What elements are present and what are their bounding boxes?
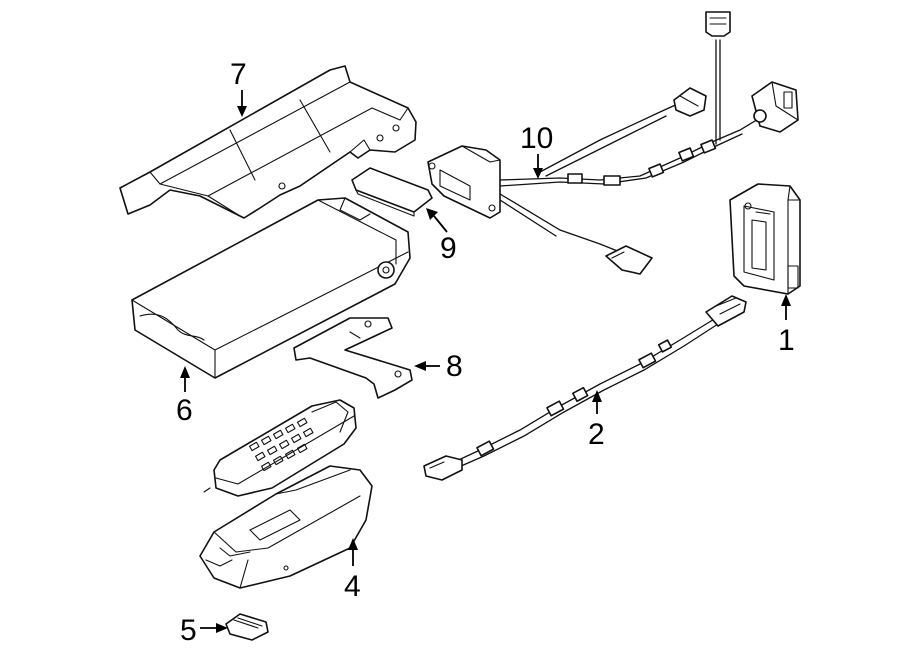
callout-6: 6 (176, 366, 193, 427)
svg-text:1: 1 (778, 324, 795, 357)
part-6-transceiver (131, 197, 411, 379)
callout-7: 7 (230, 58, 247, 117)
svg-text:8: 8 (446, 350, 463, 383)
svg-text:5: 5 (180, 614, 197, 647)
part-1-module (729, 183, 801, 295)
svg-text:2: 2 (588, 418, 605, 451)
part-2-cable (423, 295, 747, 481)
callout-4: 4 (344, 538, 361, 603)
callout-1: 1 (778, 294, 795, 357)
callout-9: 9 (426, 208, 457, 265)
part-7-bracket (119, 65, 417, 219)
svg-text:9: 9 (440, 232, 457, 265)
part-8-bracket (293, 317, 413, 399)
callout-2: 2 (588, 390, 605, 451)
callout-5: 5 (180, 614, 228, 647)
handset (203, 399, 357, 497)
svg-text:4: 4 (344, 570, 361, 603)
callout-8: 8 (414, 350, 463, 383)
callout-10: 10 (520, 122, 553, 179)
part-4-cradle (199, 465, 373, 589)
part-9-pad (351, 167, 433, 217)
part-5-clip (225, 613, 269, 641)
svg-text:6: 6 (176, 394, 193, 427)
svg-text:7: 7 (230, 58, 247, 91)
svg-text:10: 10 (520, 122, 553, 155)
part-10-harness (427, 11, 799, 275)
